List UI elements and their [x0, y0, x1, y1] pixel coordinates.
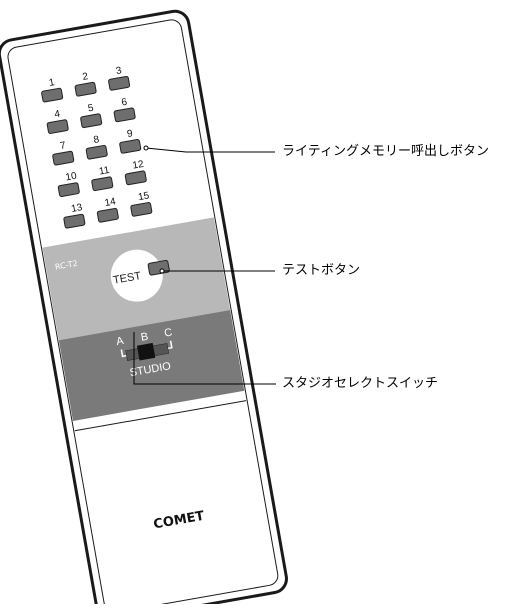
memory-button-1[interactable] — [41, 87, 64, 103]
memory-button-label-7: 7 — [59, 140, 67, 152]
memory-button-label-8: 8 — [93, 134, 101, 146]
callout-lines — [133, 145, 276, 385]
studio-callout-line — [133, 332, 276, 385]
remote-inner-face — [7, 19, 279, 608]
memory-button-14[interactable] — [96, 207, 119, 223]
memory-button-label-4: 4 — [54, 109, 62, 121]
memory-button-5[interactable] — [80, 113, 103, 129]
memory-button-label-3: 3 — [115, 65, 123, 77]
studio-callout-label: スタジオセレクトスイッチ — [282, 376, 439, 391]
memory-button-label-12: 12 — [132, 159, 145, 172]
memory-button-label-6: 6 — [121, 97, 129, 109]
studio-position-a: A — [115, 335, 125, 348]
remote-body: RC-T2 TEST A B C STUDIO COMET 1234567891… — [0, 9, 288, 608]
memory-button-label-11: 11 — [98, 165, 111, 178]
memory-button-label-14: 14 — [104, 196, 117, 209]
memory-button-10[interactable] — [57, 182, 80, 198]
memory-button-label-1: 1 — [48, 77, 56, 89]
memory-callout-label: ライティングメモリー呼出しボタン — [282, 144, 489, 159]
memory-button-label-13: 13 — [70, 202, 83, 215]
memory-button-label-5: 5 — [87, 103, 95, 115]
studio-switch-knob[interactable] — [136, 342, 156, 361]
memory-button-label-15: 15 — [137, 190, 150, 203]
test-label: TEST — [112, 270, 142, 287]
test-circle — [110, 249, 163, 302]
memory-button-3[interactable] — [108, 75, 131, 91]
memory-button-13[interactable] — [63, 213, 86, 229]
memory-button-11[interactable] — [91, 176, 114, 192]
memory-button-12[interactable] — [124, 170, 147, 186]
memory-button-4[interactable] — [46, 119, 69, 134]
test-callout-label: テストボタン — [282, 263, 361, 278]
studio-panel — [58, 309, 245, 421]
model-label: RC-T2 — [54, 259, 78, 272]
memory-callout-dot — [143, 145, 149, 151]
studio-position-b: B — [140, 331, 149, 344]
memory-button-15[interactable] — [130, 202, 153, 217]
memory-button-2[interactable] — [74, 81, 97, 97]
memory-button-6[interactable] — [113, 107, 136, 123]
memory-button-label-2: 2 — [82, 71, 90, 83]
studio-position-c: C — [163, 326, 173, 339]
memory-button-label-10: 10 — [65, 171, 78, 184]
memory-button-8[interactable] — [85, 144, 108, 160]
memory-button-label-9: 9 — [126, 128, 134, 140]
test-callout-dot — [159, 268, 165, 274]
memory-button-7[interactable] — [52, 150, 75, 166]
memory-button-9[interactable] — [119, 139, 142, 154]
body-divider — [74, 400, 247, 432]
memory-callout-line — [145, 147, 275, 153]
